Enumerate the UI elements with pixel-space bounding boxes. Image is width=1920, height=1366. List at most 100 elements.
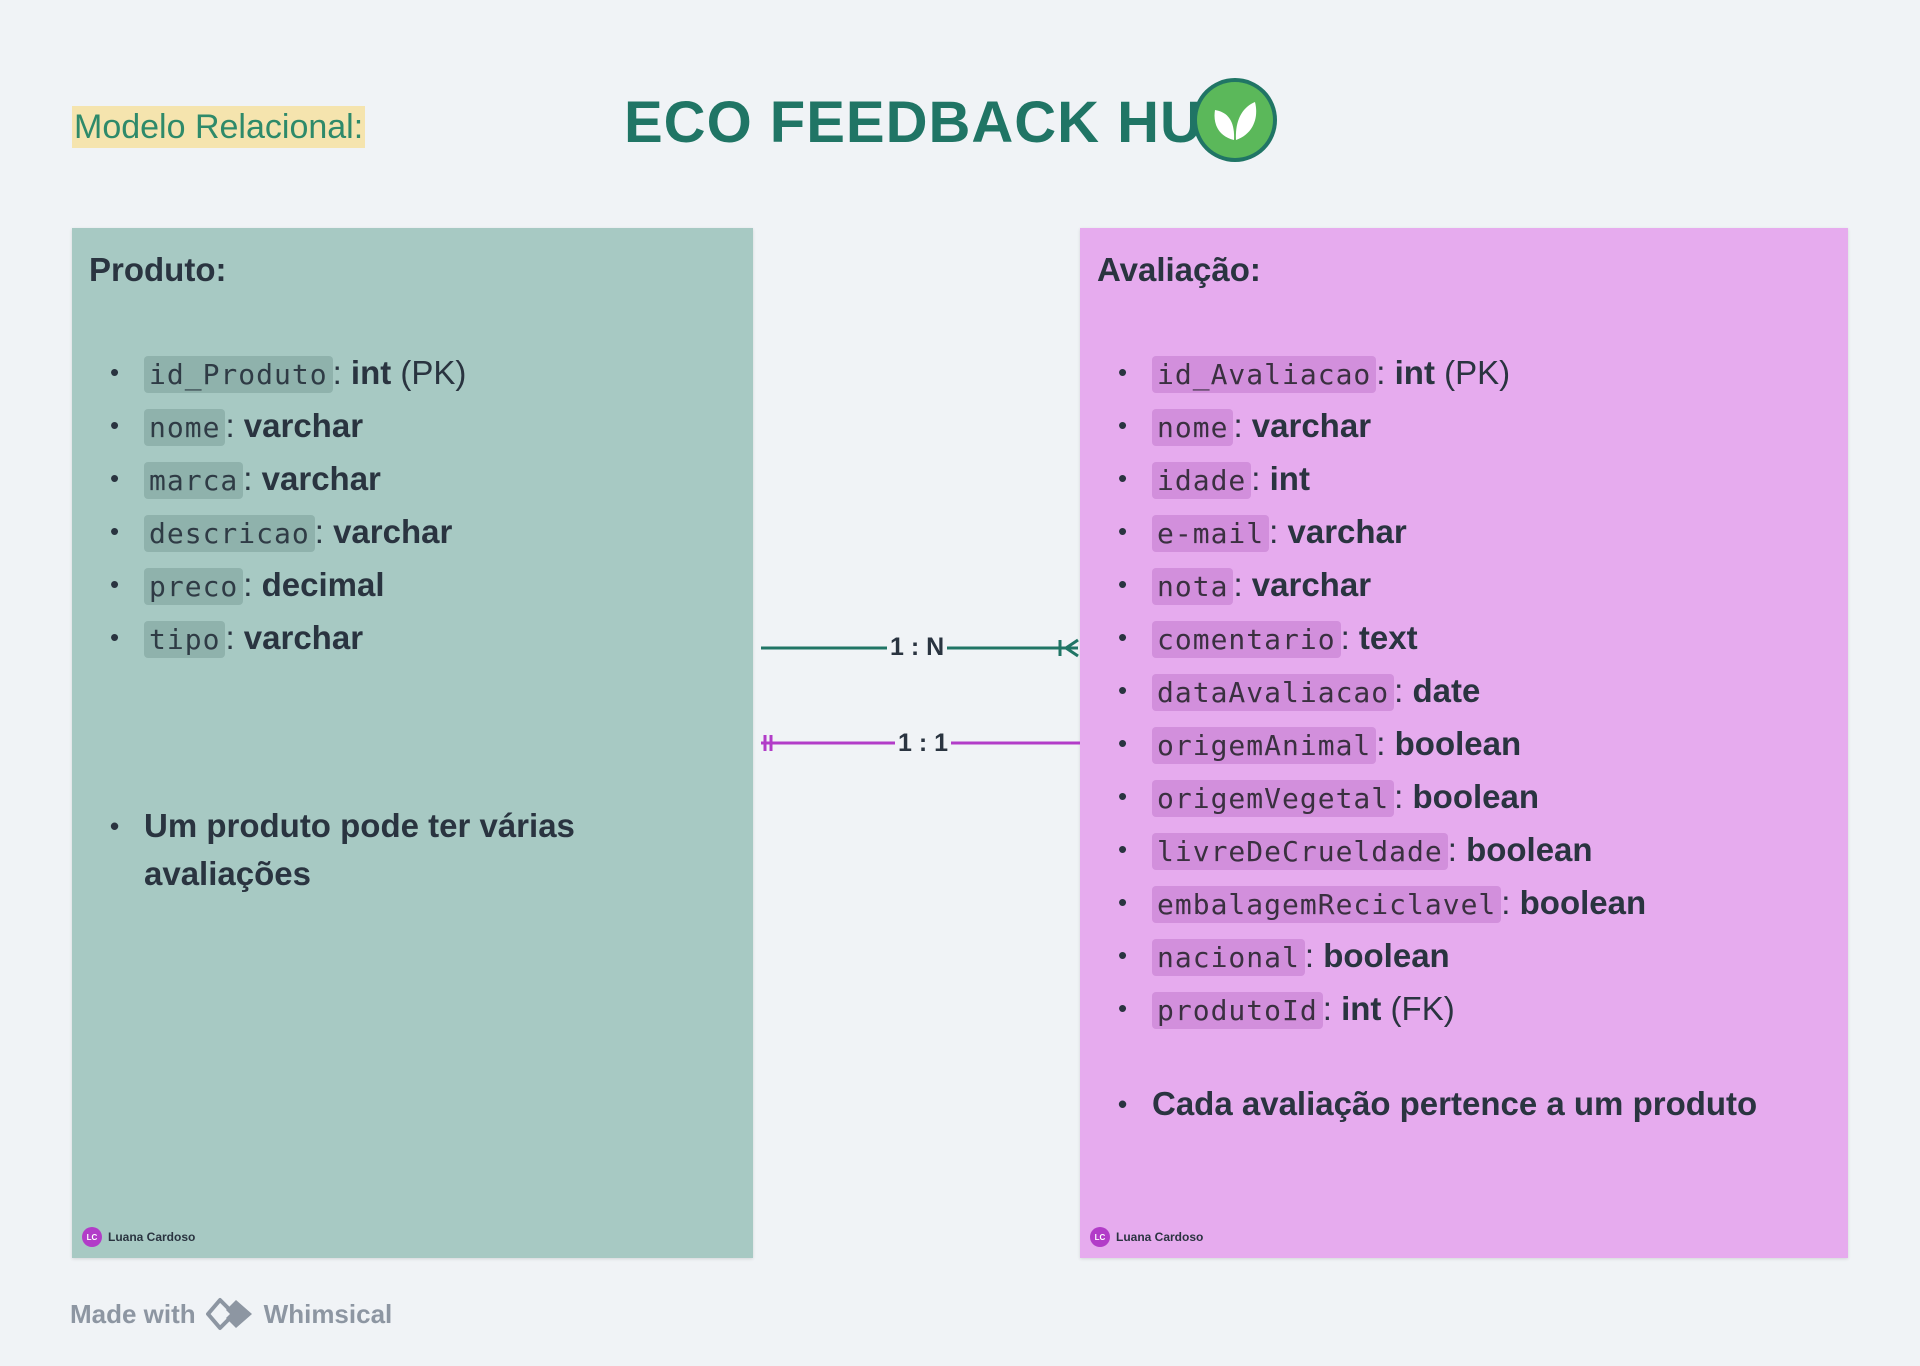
attribute-type: varchar bbox=[1251, 407, 1372, 444]
attribute-type: varchar bbox=[333, 513, 453, 550]
bullet: • bbox=[1118, 834, 1128, 864]
attribute-separator: : bbox=[1376, 354, 1395, 391]
bullet: • bbox=[110, 569, 120, 599]
attribute-name: produtoId bbox=[1152, 992, 1323, 1029]
attribute-name: e-mail bbox=[1152, 515, 1270, 552]
attribute-name: comentario bbox=[1152, 621, 1341, 658]
attribute-row: •descricao: varchar bbox=[72, 505, 466, 558]
attribute-separator: : bbox=[1447, 831, 1467, 868]
attribute-type: varchar bbox=[1251, 566, 1372, 603]
attribute-name: nota bbox=[1152, 568, 1234, 605]
bullet: • bbox=[1118, 940, 1128, 970]
attribute-separator: : bbox=[243, 460, 262, 497]
attribute-type: date bbox=[1412, 672, 1481, 709]
attribute-type: boolean bbox=[1412, 778, 1540, 815]
bullet: • bbox=[1118, 516, 1128, 546]
whimsical-logo-icon bbox=[205, 1298, 252, 1330]
attribute-type: boolean bbox=[1323, 937, 1450, 974]
attribute-row: •livreDeCrueldade: boolean bbox=[1080, 823, 1646, 876]
attribute-row: • nacional: boolean bbox=[1080, 929, 1646, 982]
attribute-type: int bbox=[1341, 990, 1382, 1027]
author-name: Luana Cardoso bbox=[108, 1230, 196, 1244]
attribute-separator: : bbox=[243, 566, 262, 603]
attribute-row: •tipo: varchar bbox=[72, 611, 466, 664]
attribute-separator: : bbox=[1394, 672, 1413, 709]
attribute-row: •produtoId: int (FK) bbox=[1080, 982, 1646, 1035]
attribute-row: •embalagemReciclavel: boolean bbox=[1080, 876, 1646, 929]
entity-produto[interactable]: Produto: •id_Produto: int (PK)•nome: var… bbox=[72, 228, 753, 1258]
attribute-type: decimal bbox=[261, 566, 385, 603]
attribute-name: nome bbox=[144, 409, 226, 446]
attribute-row: •marca: varchar bbox=[72, 452, 466, 505]
author-tag: LC Luana Cardoso bbox=[1090, 1226, 1203, 1248]
bullet: • bbox=[1118, 569, 1128, 599]
attribute-separator: : bbox=[1304, 937, 1324, 974]
bullet: • bbox=[1118, 357, 1128, 387]
whimsical-badge[interactable]: Made with Whimsical bbox=[70, 1294, 392, 1334]
attribute-key: (PK) bbox=[391, 354, 467, 391]
attribute-name: origemAnimal bbox=[1152, 727, 1377, 764]
attribute-type: varchar bbox=[243, 619, 364, 656]
attribute-row: •id_Produto: int (PK) bbox=[72, 346, 466, 399]
bullet: • bbox=[1118, 463, 1128, 493]
note-text: Um produto pode ter várias avaliações bbox=[144, 807, 575, 892]
attribute-row: • preco: decimal bbox=[72, 558, 466, 611]
attribute-list: •id_Produto: int (PK)•nome: varchar•marc… bbox=[72, 346, 466, 664]
attribute-key: (PK) bbox=[1434, 354, 1511, 391]
author-tag: LC Luana Cardoso bbox=[82, 1226, 195, 1248]
attribute-name: tipo bbox=[144, 621, 226, 658]
bullet: • bbox=[1118, 622, 1128, 652]
attribute-separator: : bbox=[1340, 619, 1359, 656]
attribute-name: idade bbox=[1152, 462, 1252, 499]
bullet: • bbox=[1118, 728, 1128, 758]
attribute-separator: : bbox=[225, 407, 244, 444]
attribute-separator: : bbox=[1322, 990, 1342, 1027]
one-one-marker bbox=[763, 735, 773, 751]
attribute-type: varchar bbox=[1287, 513, 1407, 550]
attribute-row: •e-mail: varchar bbox=[1080, 505, 1646, 558]
attribute-type: int bbox=[350, 354, 392, 391]
relationship-label-11: 1 : 1 bbox=[895, 728, 952, 758]
attribute-name: id_Avaliacao bbox=[1152, 356, 1377, 393]
attribute-name: marca bbox=[144, 462, 244, 499]
attribute-name: origemVegetal bbox=[1152, 780, 1395, 817]
attribute-row: •nome: varchar bbox=[72, 399, 466, 452]
note-item: • Cada avaliação pertence a um produto bbox=[1080, 1080, 1757, 1128]
entity-title: Avaliação: bbox=[1097, 251, 1261, 288]
attribute-name: nome bbox=[1152, 409, 1234, 446]
bullet: • bbox=[1118, 675, 1128, 705]
attribute-separator: : bbox=[1233, 407, 1252, 444]
entity-avaliacao[interactable]: Avaliação: •id_Avaliacao: int (PK)•nome:… bbox=[1080, 228, 1848, 1258]
attribute-type: boolean bbox=[1394, 725, 1522, 762]
attribute-row: • id_Avaliacao: int (PK) bbox=[1080, 346, 1646, 399]
relationship-label-1n: 1 : N bbox=[887, 632, 948, 662]
attribute-type: int bbox=[1394, 354, 1435, 391]
attribute-type: varchar bbox=[243, 407, 364, 444]
brand-name: Whimsical bbox=[263, 1298, 393, 1329]
attribute-name: nacional bbox=[1152, 939, 1305, 976]
attribute-type: varchar bbox=[261, 460, 381, 497]
bullet: • bbox=[110, 357, 120, 387]
attribute-row: •origemAnimal: boolean bbox=[1080, 717, 1646, 770]
attribute-name: preco bbox=[144, 568, 244, 605]
attribute-name: id_Produto bbox=[144, 356, 333, 393]
bullet: • bbox=[1118, 781, 1128, 811]
attribute-name: descricao bbox=[144, 515, 315, 552]
attribute-separator: : bbox=[1233, 566, 1252, 603]
attribute-separator: : bbox=[314, 513, 334, 550]
relationship-note: • Um produto pode ter várias avaliações bbox=[72, 802, 612, 898]
attribute-separator: : bbox=[1251, 460, 1270, 497]
avatar: LC bbox=[82, 1227, 102, 1247]
attribute-row: •comentario: text bbox=[1080, 611, 1646, 664]
bullet: • bbox=[1118, 887, 1128, 917]
attribute-row: •nome: varchar bbox=[1080, 399, 1646, 452]
attribute-name: embalagemReciclavel bbox=[1152, 886, 1502, 923]
attribute-name: livreDeCrueldade bbox=[1152, 833, 1448, 870]
page-title: ECO FEEDBACK HUB bbox=[624, 90, 1246, 155]
leaf-icon bbox=[1193, 78, 1277, 162]
attribute-type: boolean bbox=[1519, 884, 1647, 921]
entity-title: Produto: bbox=[89, 251, 227, 288]
attribute-separator: : bbox=[1394, 778, 1413, 815]
attribute-name: dataAvaliacao bbox=[1152, 674, 1395, 711]
attribute-row: • origemVegetal: boolean bbox=[1080, 770, 1646, 823]
